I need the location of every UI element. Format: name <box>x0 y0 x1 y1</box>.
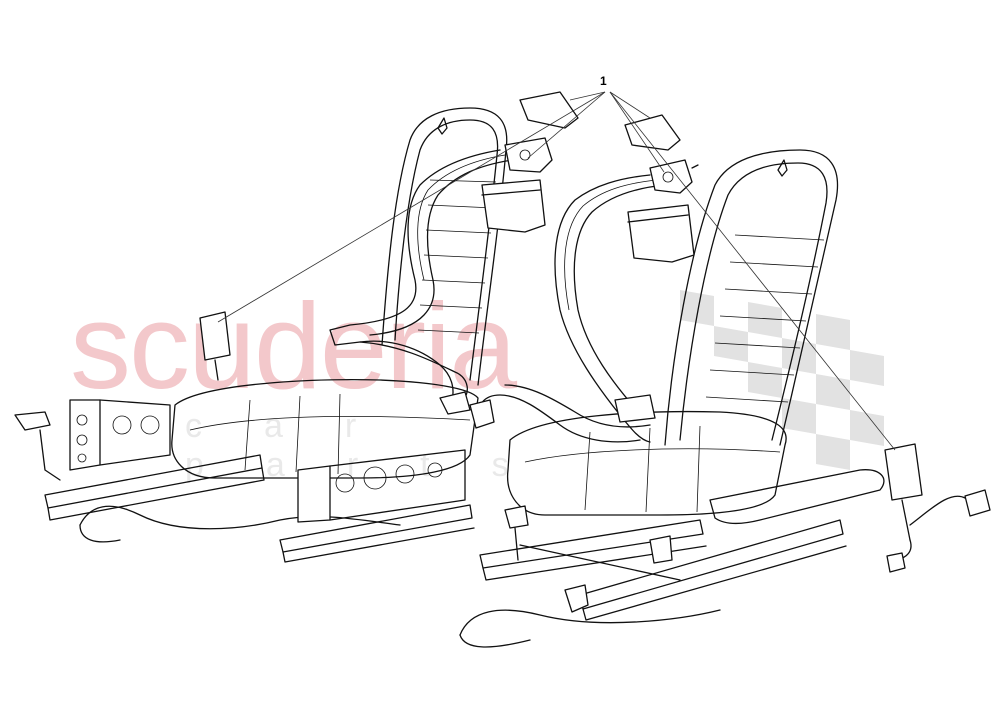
right-seat-rails <box>459 505 847 648</box>
callout-leader-lines <box>217 91 896 451</box>
left-seat-rails <box>14 399 475 563</box>
left-seat <box>171 107 508 479</box>
right-seat-belt <box>469 114 991 573</box>
callout-number: 1 <box>600 74 607 88</box>
left-seat-belt <box>199 91 579 415</box>
right-seat <box>507 149 885 525</box>
